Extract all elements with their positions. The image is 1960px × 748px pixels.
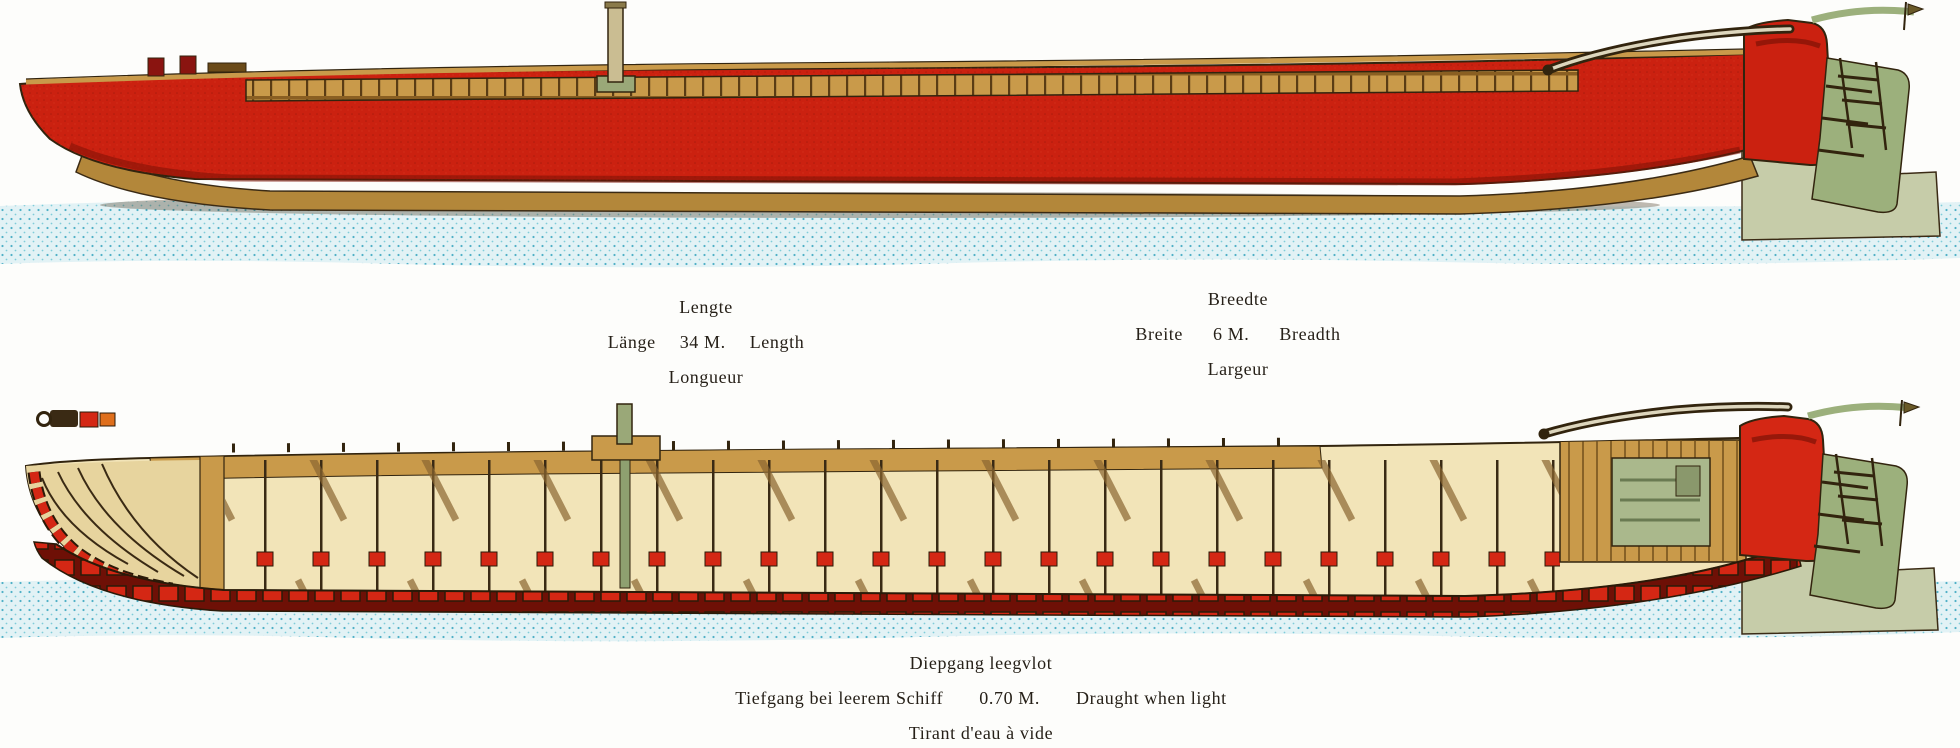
bow-bulkhead <box>199 455 225 593</box>
mast <box>596 1 636 93</box>
rudder <box>1811 57 1911 214</box>
barge-section-view-figure <box>0 400 1960 642</box>
draught-label-dutch: Diepgang leegvlot <box>909 653 1053 673</box>
waterline-stipple <box>0 199 1960 268</box>
bow-deck-fittings <box>147 55 247 77</box>
breadth-label-french: Largeur <box>1207 359 1269 379</box>
hatch-coaming <box>245 69 1579 102</box>
length-label-dutch: Lengte <box>679 297 733 317</box>
length-label-german: Länge <box>607 332 656 352</box>
rudder-head-curve <box>1807 402 1911 420</box>
mast <box>591 403 661 589</box>
barge-side-view-figure <box>0 1 1960 268</box>
draught-dimension-label: Diepgang leegvlot Tiefgang bei leerem Sc… <box>661 652 1301 748</box>
breadth-label-english: Breadth <box>1279 324 1341 344</box>
stern-block <box>1739 414 1831 563</box>
draught-label-german: Tiefgang bei leerem Schiff <box>735 688 944 708</box>
hull-bottom <box>75 148 1760 215</box>
length-value: 34 M. <box>679 332 726 352</box>
length-label-french: Longueur <box>668 367 744 387</box>
stern-ladder <box>1833 453 1884 547</box>
stern-ladder <box>1837 57 1888 151</box>
deck-sheer-line <box>25 48 1745 85</box>
draught-label-english: Draught when light <box>1076 688 1227 708</box>
breadth-dimension-label: Breedte Breite 6 M. Breadth Largeur <box>1028 288 1448 393</box>
breadth-label-value-line: Breite 6 M. Breadth <box>1028 323 1448 345</box>
hold-frames <box>225 460 1560 599</box>
rudder <box>1809 453 1909 610</box>
stern-finial <box>1899 400 1921 427</box>
tiller-arm <box>1542 24 1795 76</box>
stern-finial <box>1903 1 1925 31</box>
stern-cabin <box>1559 439 1747 563</box>
length-label-value-line: Länge 34 M. Length <box>496 331 916 353</box>
length-label-english: Length <box>749 332 805 352</box>
breadth-label-dutch: Breedte <box>1207 289 1269 309</box>
breadth-label-german: Breite <box>1135 324 1183 344</box>
bilge-frame-chain <box>33 541 1802 618</box>
length-dimension-label: Lengte Länge 34 M. Length Longueur <box>496 296 916 401</box>
rudder-head-curve <box>1811 6 1915 24</box>
tiller-arm <box>1538 401 1793 440</box>
draught-label-value-line: Tiefgang bei leerem Schiff 0.70 M. Draught… <box>661 687 1301 709</box>
breadth-value: 6 M. <box>1213 324 1250 344</box>
draught-label-french: Tirant d'eau à vide <box>908 723 1054 743</box>
draught-value: 0.70 M. <box>979 688 1040 708</box>
